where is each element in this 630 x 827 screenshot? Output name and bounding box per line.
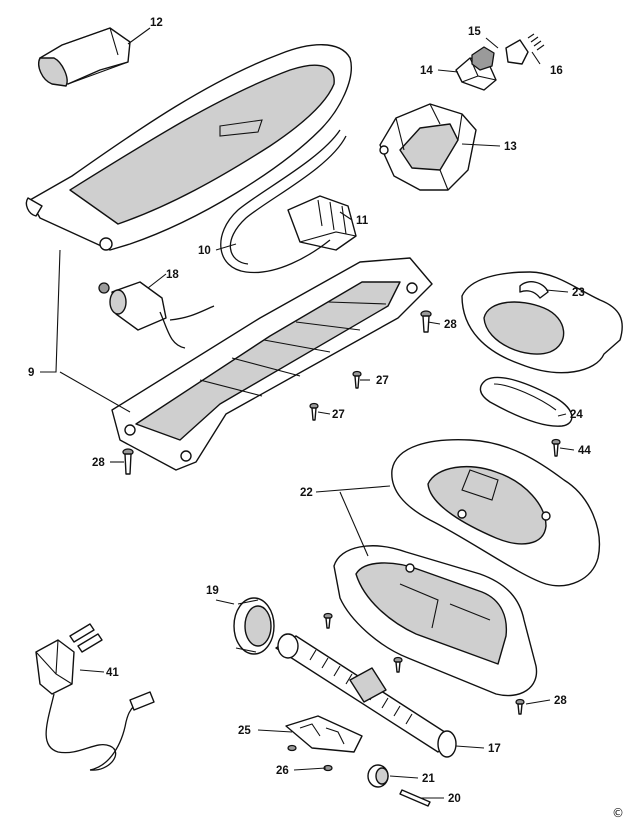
screw-44 bbox=[551, 438, 561, 457]
callout-28-upper: 28 bbox=[444, 319, 457, 331]
screw-28-body-right bbox=[515, 698, 525, 715]
callout-44: 44 bbox=[578, 445, 591, 457]
part-23-cover-plate bbox=[461, 271, 623, 374]
callout-18: 18 bbox=[166, 269, 179, 281]
callout-16: 16 bbox=[550, 65, 563, 77]
part-13-switch-housing bbox=[379, 103, 477, 191]
part-17-brush-roll bbox=[275, 633, 457, 758]
callout-28-left: 28 bbox=[92, 457, 105, 469]
part-19-drive-ring bbox=[233, 597, 275, 655]
callout-27-lower: 27 bbox=[332, 409, 345, 421]
part-16-spring bbox=[505, 33, 545, 65]
part-25-switch-plate bbox=[285, 715, 363, 753]
callout-28-body: 28 bbox=[554, 695, 567, 707]
callout-25: 25 bbox=[238, 725, 251, 737]
part-21-roller bbox=[367, 764, 389, 788]
part-41-charger bbox=[35, 623, 155, 771]
top-cover-shell bbox=[25, 44, 352, 251]
callout-15: 15 bbox=[468, 26, 481, 38]
part-24-lens bbox=[479, 376, 573, 427]
lower-housing-tray bbox=[111, 257, 433, 471]
part-22-body-shell-upper bbox=[391, 439, 600, 587]
callout-22: 22 bbox=[300, 487, 313, 499]
screw-27-lower bbox=[309, 402, 319, 421]
callout-10: 10 bbox=[198, 245, 211, 257]
screw-27-upper bbox=[352, 370, 362, 389]
callout-27-upper: 27 bbox=[376, 375, 389, 387]
callout-24: 24 bbox=[570, 409, 583, 421]
callout-23: 23 bbox=[572, 287, 585, 299]
callout-17: 17 bbox=[488, 743, 501, 755]
callout-12: 12 bbox=[150, 17, 163, 29]
part-18-motor bbox=[98, 281, 215, 349]
part-10-wiring bbox=[220, 129, 347, 274]
part-22-body-shell-lower bbox=[333, 545, 538, 697]
screw-26-left bbox=[287, 744, 297, 752]
callout-14: 14 bbox=[420, 65, 433, 77]
screw-28-body-mid bbox=[393, 656, 403, 673]
screw-28-upper bbox=[420, 310, 432, 333]
leader-lines bbox=[40, 27, 575, 799]
callout-26: 26 bbox=[276, 765, 289, 777]
callout-21: 21 bbox=[422, 773, 435, 785]
callout-20: 20 bbox=[448, 793, 461, 805]
callout-9: 9 bbox=[28, 367, 34, 379]
part-15-switch-button bbox=[471, 46, 495, 71]
callout-labels: 12 15 14 16 13 11 10 18 9 28 23 27 27 24… bbox=[28, 17, 591, 805]
callout-11: 11 bbox=[356, 215, 369, 227]
screw-28-body-left bbox=[323, 612, 333, 629]
callout-13: 13 bbox=[504, 141, 517, 153]
part-11-terminal-block bbox=[287, 195, 357, 251]
callout-41: 41 bbox=[106, 667, 119, 679]
callout-19: 19 bbox=[206, 585, 219, 597]
part-12-end-cap bbox=[38, 27, 131, 87]
copyright-mark: © bbox=[612, 806, 624, 820]
screw-28-left bbox=[122, 448, 134, 475]
